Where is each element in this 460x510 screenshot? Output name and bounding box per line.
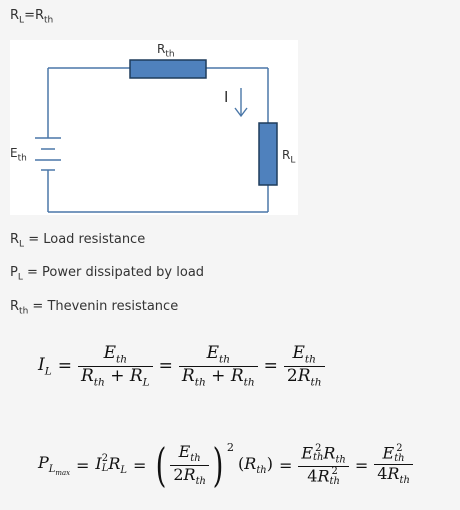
circuit-wires: [47, 67, 269, 213]
eq2-term-2: (Rth): [238, 453, 273, 477]
label-current: I: [224, 88, 229, 106]
circuit-svg: [35, 59, 278, 213]
label-rth: Rth: [157, 42, 175, 60]
eq1-lhs: IL: [38, 354, 52, 378]
eq2-fraction-paren: Eth 2Rth: [170, 442, 209, 487]
eq2-lhs: PLmax: [38, 452, 70, 478]
label-eth: Eth: [10, 146, 27, 164]
resistor-rth: [129, 59, 207, 79]
eq1-fraction-3: Eth 2Rth: [283, 343, 325, 388]
definition-rl: RL = Load resistance: [10, 232, 146, 250]
resistor-rl: [258, 122, 278, 186]
definition-pl: PL = Power dissipated by load: [10, 265, 205, 283]
heading-condition: RL=Rth: [10, 8, 54, 26]
eq1-fraction-1: Eth Rth + RL: [77, 343, 153, 388]
circuit-diagram: Rth RL Eth I: [10, 40, 298, 215]
equation-load-current: IL = Eth Rth + RL = Eth Rth + Rth = Eth …: [38, 343, 325, 388]
label-rl: RL: [282, 148, 296, 166]
definition-rth: Rth = Thevenin resistance: [10, 299, 179, 317]
eq1-fraction-2: Eth Rth + Rth: [178, 343, 258, 388]
battery-icon: [35, 137, 61, 171]
current-arrow-icon: [234, 88, 248, 118]
